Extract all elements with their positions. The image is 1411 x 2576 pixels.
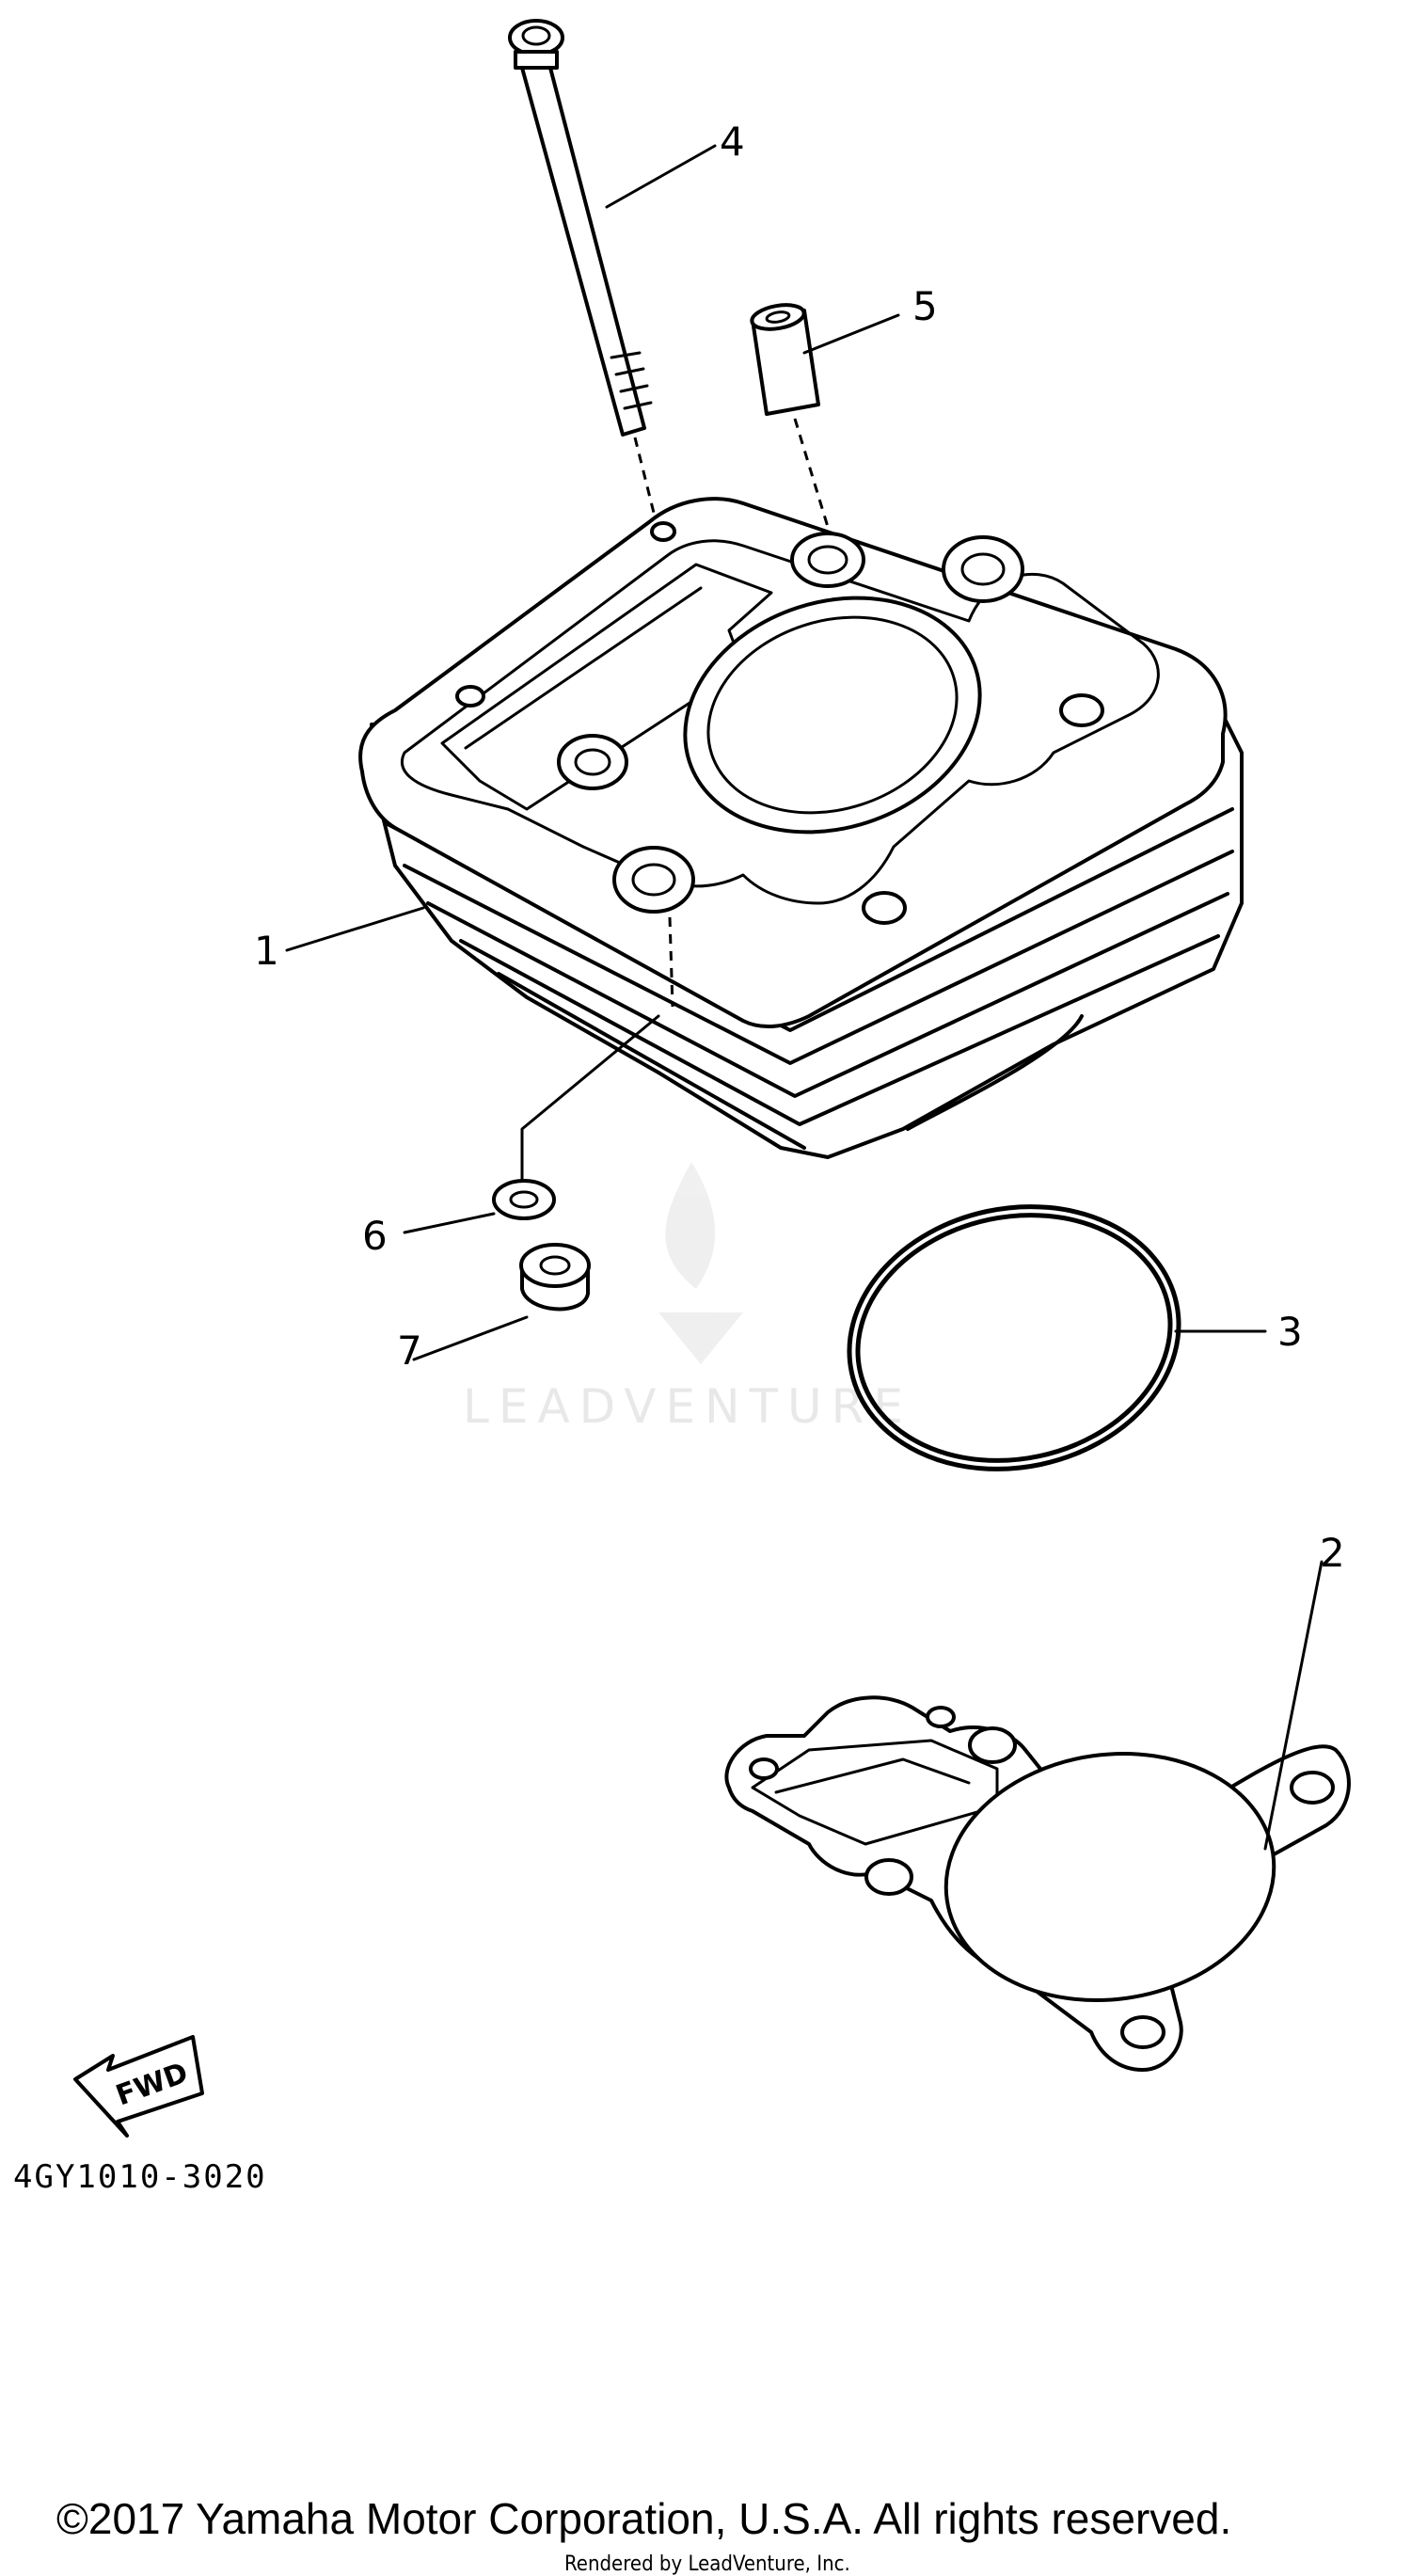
callout-3: 3 bbox=[1277, 1309, 1303, 1355]
callout-1: 1 bbox=[254, 928, 279, 974]
stud-bolt-part[interactable] bbox=[508, 19, 656, 514]
callout-6: 6 bbox=[362, 1213, 388, 1259]
leader-lines bbox=[285, 144, 1324, 1851]
diagram-code: 4GY1010-3020 bbox=[13, 2158, 267, 2196]
washer-part[interactable] bbox=[492, 1179, 556, 1220]
cylinder-gasket-part[interactable] bbox=[724, 1695, 1351, 2072]
cylinder-part[interactable] bbox=[358, 497, 1244, 1159]
rendered-by-text: Rendered by LeadVenture, Inc. bbox=[564, 2552, 850, 2576]
callout-4: 4 bbox=[720, 119, 745, 165]
callout-2: 2 bbox=[1320, 1530, 1345, 1576]
dowel-pin-part[interactable] bbox=[750, 301, 830, 528]
copyright-text: ©2017 Yamaha Motor Corporation, U.S.A. A… bbox=[56, 2494, 1231, 2543]
callout-7: 7 bbox=[397, 1328, 422, 1374]
callout-5: 5 bbox=[912, 283, 938, 329]
nut-part[interactable] bbox=[519, 1243, 591, 1312]
callout-labels: 1 2 3 4 5 6 7 bbox=[254, 119, 1345, 1576]
o-ring-part[interactable] bbox=[830, 1182, 1198, 1494]
watermark-logo: LEADVENTURE bbox=[463, 1162, 912, 1434]
watermark-text: LEADVENTURE bbox=[463, 1379, 912, 1434]
fwd-arrow-icon: FWD bbox=[73, 2035, 204, 2138]
